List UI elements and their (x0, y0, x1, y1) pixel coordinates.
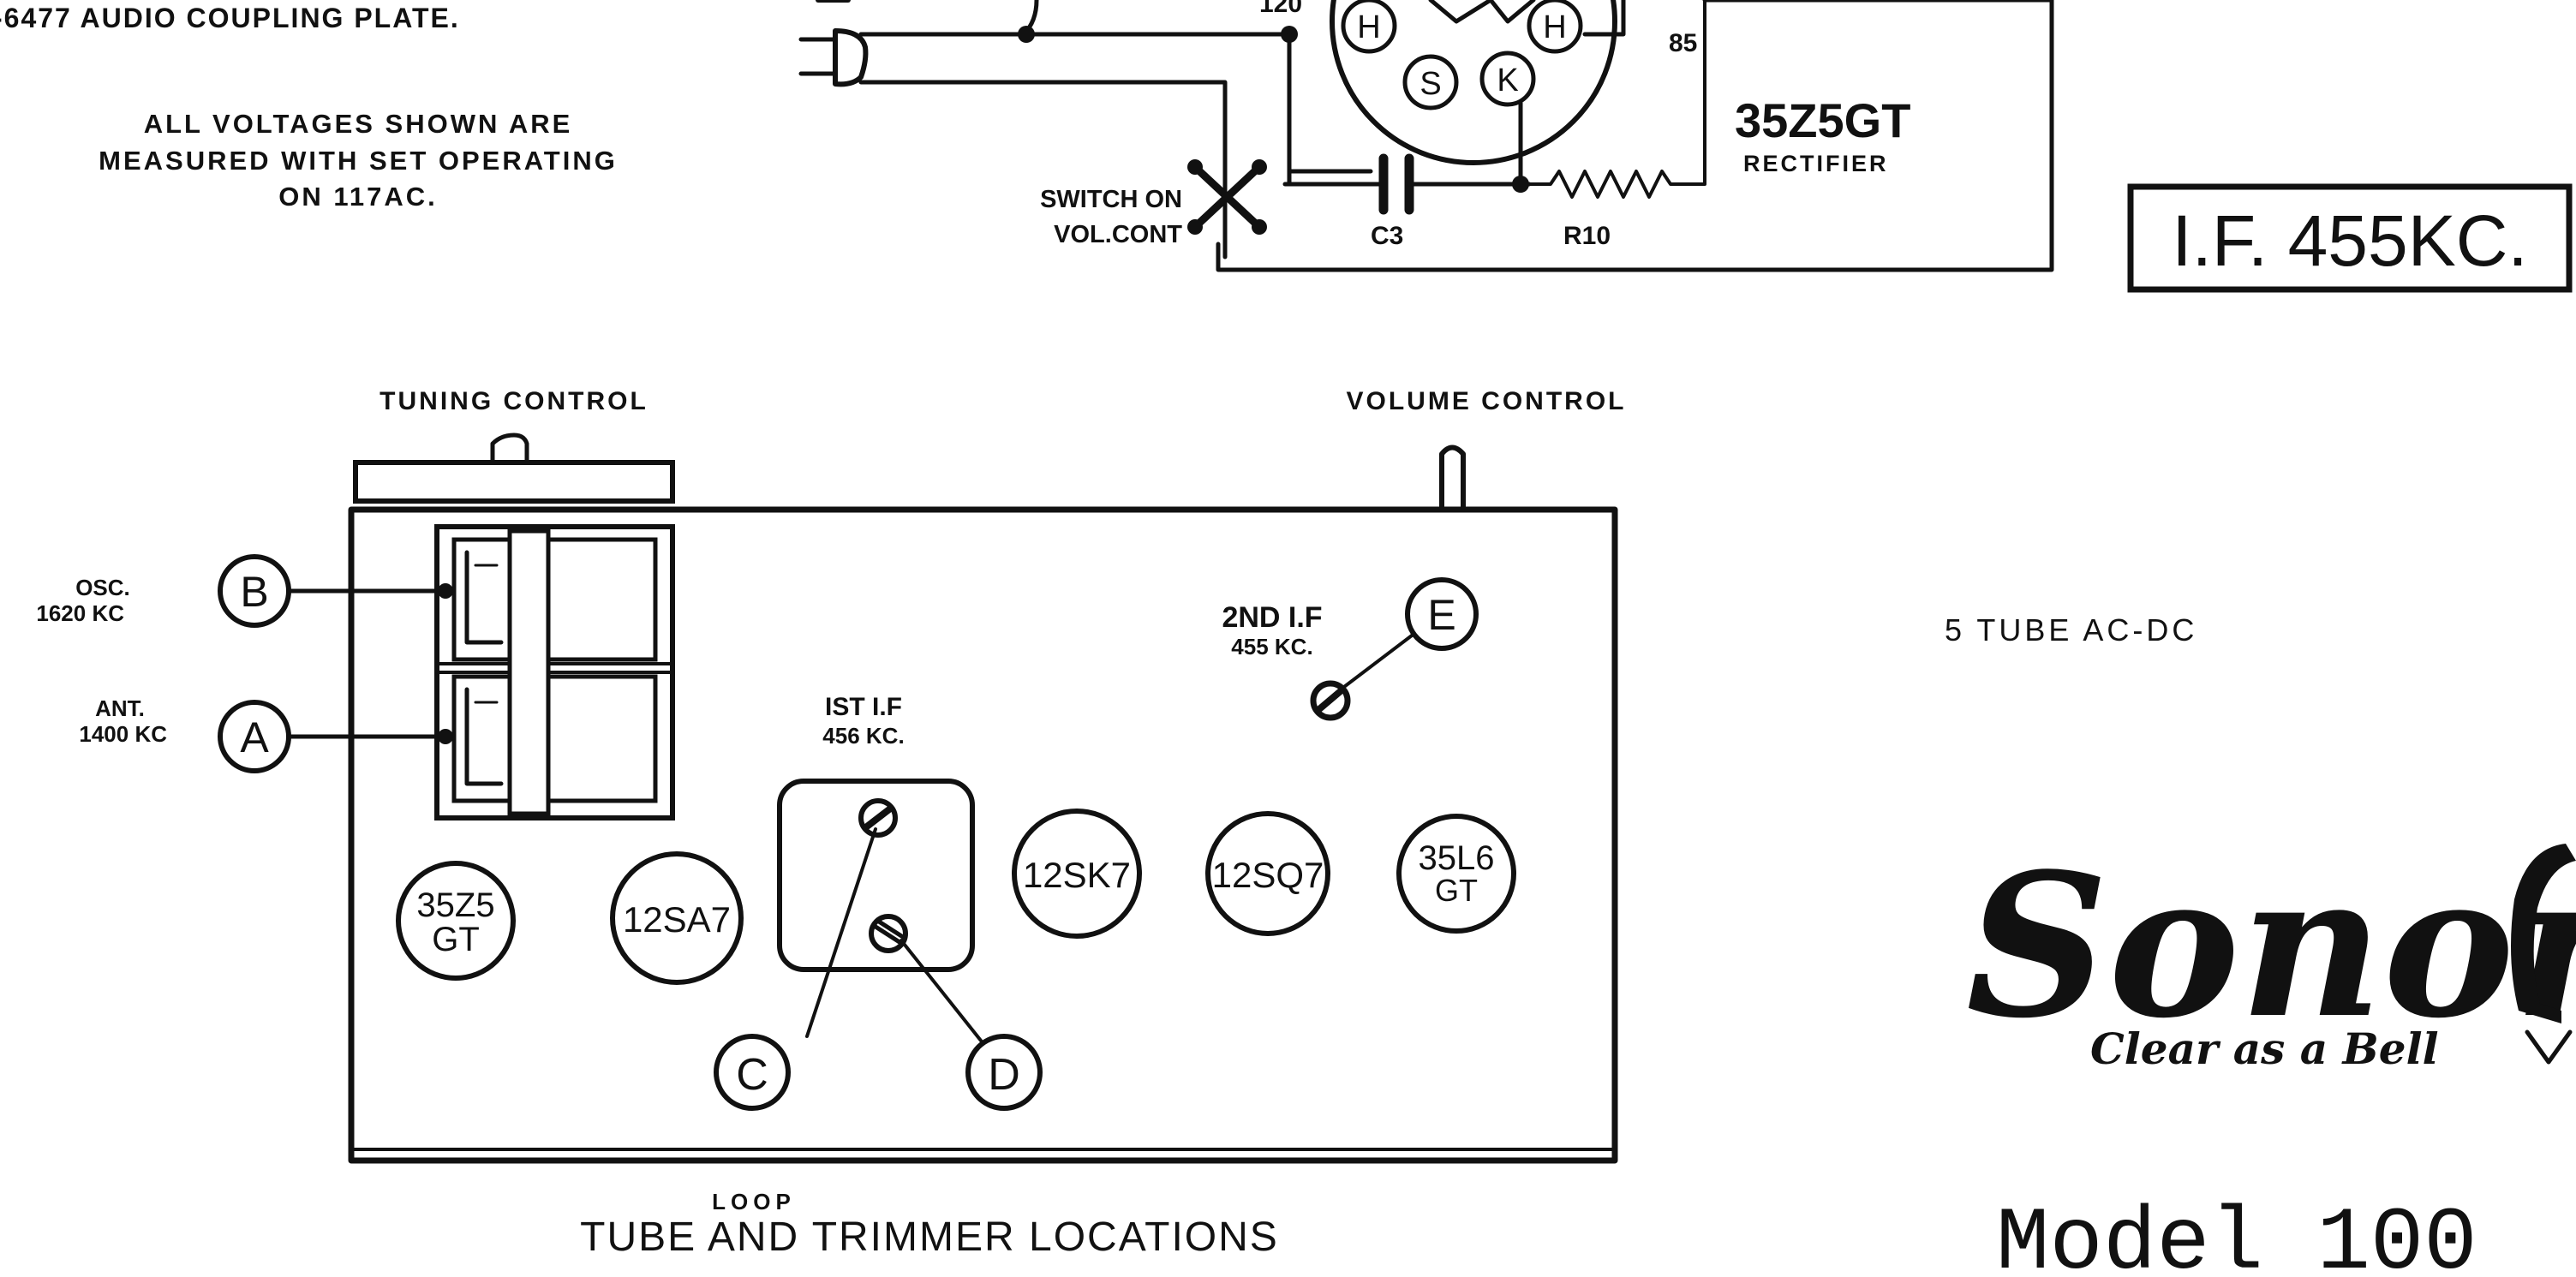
svg-text:12SA7: 12SA7 (623, 899, 731, 940)
rectifier-schematic: H H S K 120 85 C3 R10 35Z5GT RECTIFIER (798, 0, 2054, 272)
header-notes: -6477 AUDIO COUPLING PLATE. ALL VOLTAGES… (0, 3, 618, 212)
loop-label: LOOP (712, 1189, 796, 1214)
if-frequency-label: I.F. 455KC. (2172, 200, 2528, 281)
svg-text:35L6: 35L6 (1419, 839, 1495, 877)
brand-slogan: Clear as a Bell (2090, 1023, 2439, 1074)
tube-35l6gt: 35L6 GT (1396, 814, 1516, 934)
power-plug-icon (798, 0, 869, 87)
tube-12sq7: 12SQ7 (1205, 811, 1330, 936)
svg-text:H: H (1543, 9, 1566, 45)
coupling-plate-note: -6477 AUDIO COUPLING PLATE. (0, 3, 460, 33)
trimmer-c: C (736, 1050, 768, 1100)
switch-label-2: VOL.CONT (1054, 221, 1182, 248)
ant-freq: 1400 KC (79, 721, 167, 747)
svg-text:K: K (1497, 63, 1518, 98)
svg-text:12SK7: 12SK7 (1023, 855, 1131, 895)
brand-logo-text: Sonora (1966, 831, 2576, 1062)
svg-text:GT: GT (432, 921, 480, 958)
ant-label: ANT. (95, 695, 145, 721)
voltage-note-line-2: MEASURED WITH SET OPERATING (99, 146, 618, 176)
tube-12sk7: 12SK7 (1012, 809, 1142, 939)
r10-label: R10 (1563, 222, 1611, 250)
tube-name: 35Z5GT (1735, 93, 1910, 147)
svg-text:12SQ7: 12SQ7 (1212, 855, 1324, 895)
second-if-freq: 455 KC. (1231, 634, 1312, 659)
first-if-freq: 456 KC. (822, 723, 904, 749)
first-if-label: IST I.F (825, 693, 902, 721)
voltage-85: 85 (1669, 29, 1697, 57)
diagram-caption: TUBE AND TRIMMER LOCATIONS (580, 1214, 1279, 1260)
trimmer-e: E (1427, 591, 1455, 639)
tuning-control-label: TUNING CONTROL (380, 387, 648, 415)
chassis-layout: TUNING CONTROL VOLUME CONTROL OSC. 1620 … (36, 387, 1627, 1260)
second-if-screw-icon (1310, 680, 1351, 721)
svg-text:H: H (1357, 9, 1380, 45)
c3-label: C3 (1371, 222, 1403, 250)
if-frequency-box: I.F. 455KC. (2127, 183, 2573, 293)
svg-text:35Z5: 35Z5 (416, 886, 494, 924)
bell-icon (2511, 844, 2576, 1065)
volume-control-label: VOLUME CONTROL (1347, 387, 1627, 415)
switch-label-1: SWITCH ON (1040, 186, 1182, 213)
trimmer-d: D (988, 1050, 1020, 1100)
trimmer-a: A (240, 713, 269, 761)
tube-12sa7: 12SA7 (610, 851, 744, 985)
osc-freq: 1620 KC (36, 600, 124, 626)
svg-text:GT: GT (1435, 873, 1478, 908)
tube-type-label: 5 TUBE AC-DC (1945, 612, 2197, 647)
tube-desc: RECTIFIER (1743, 151, 1889, 176)
osc-label: OSC. (75, 575, 130, 600)
model-title: Model 100 (1996, 1194, 2477, 1277)
voltage-120: 120 (1259, 0, 1302, 18)
tube-35z5gt: 35Z5 GT (396, 861, 516, 981)
trimmer-b: B (240, 568, 268, 616)
second-if-label: 2ND I.F (1222, 601, 1322, 634)
voltage-note-line-3: ON 117AC. (278, 182, 438, 212)
switch-symbol-icon (1187, 159, 1267, 235)
first-if-bottom-screw-icon (869, 914, 908, 953)
tube-pins: H H S K (1341, 0, 1583, 110)
voltage-note-line-1: ALL VOLTAGES SHOWN ARE (144, 109, 573, 139)
svg-text:S: S (1419, 66, 1441, 102)
first-if-top-screw-icon (858, 798, 898, 838)
sonora-logo: Sonora Clear as a Bell (1966, 831, 2576, 1074)
